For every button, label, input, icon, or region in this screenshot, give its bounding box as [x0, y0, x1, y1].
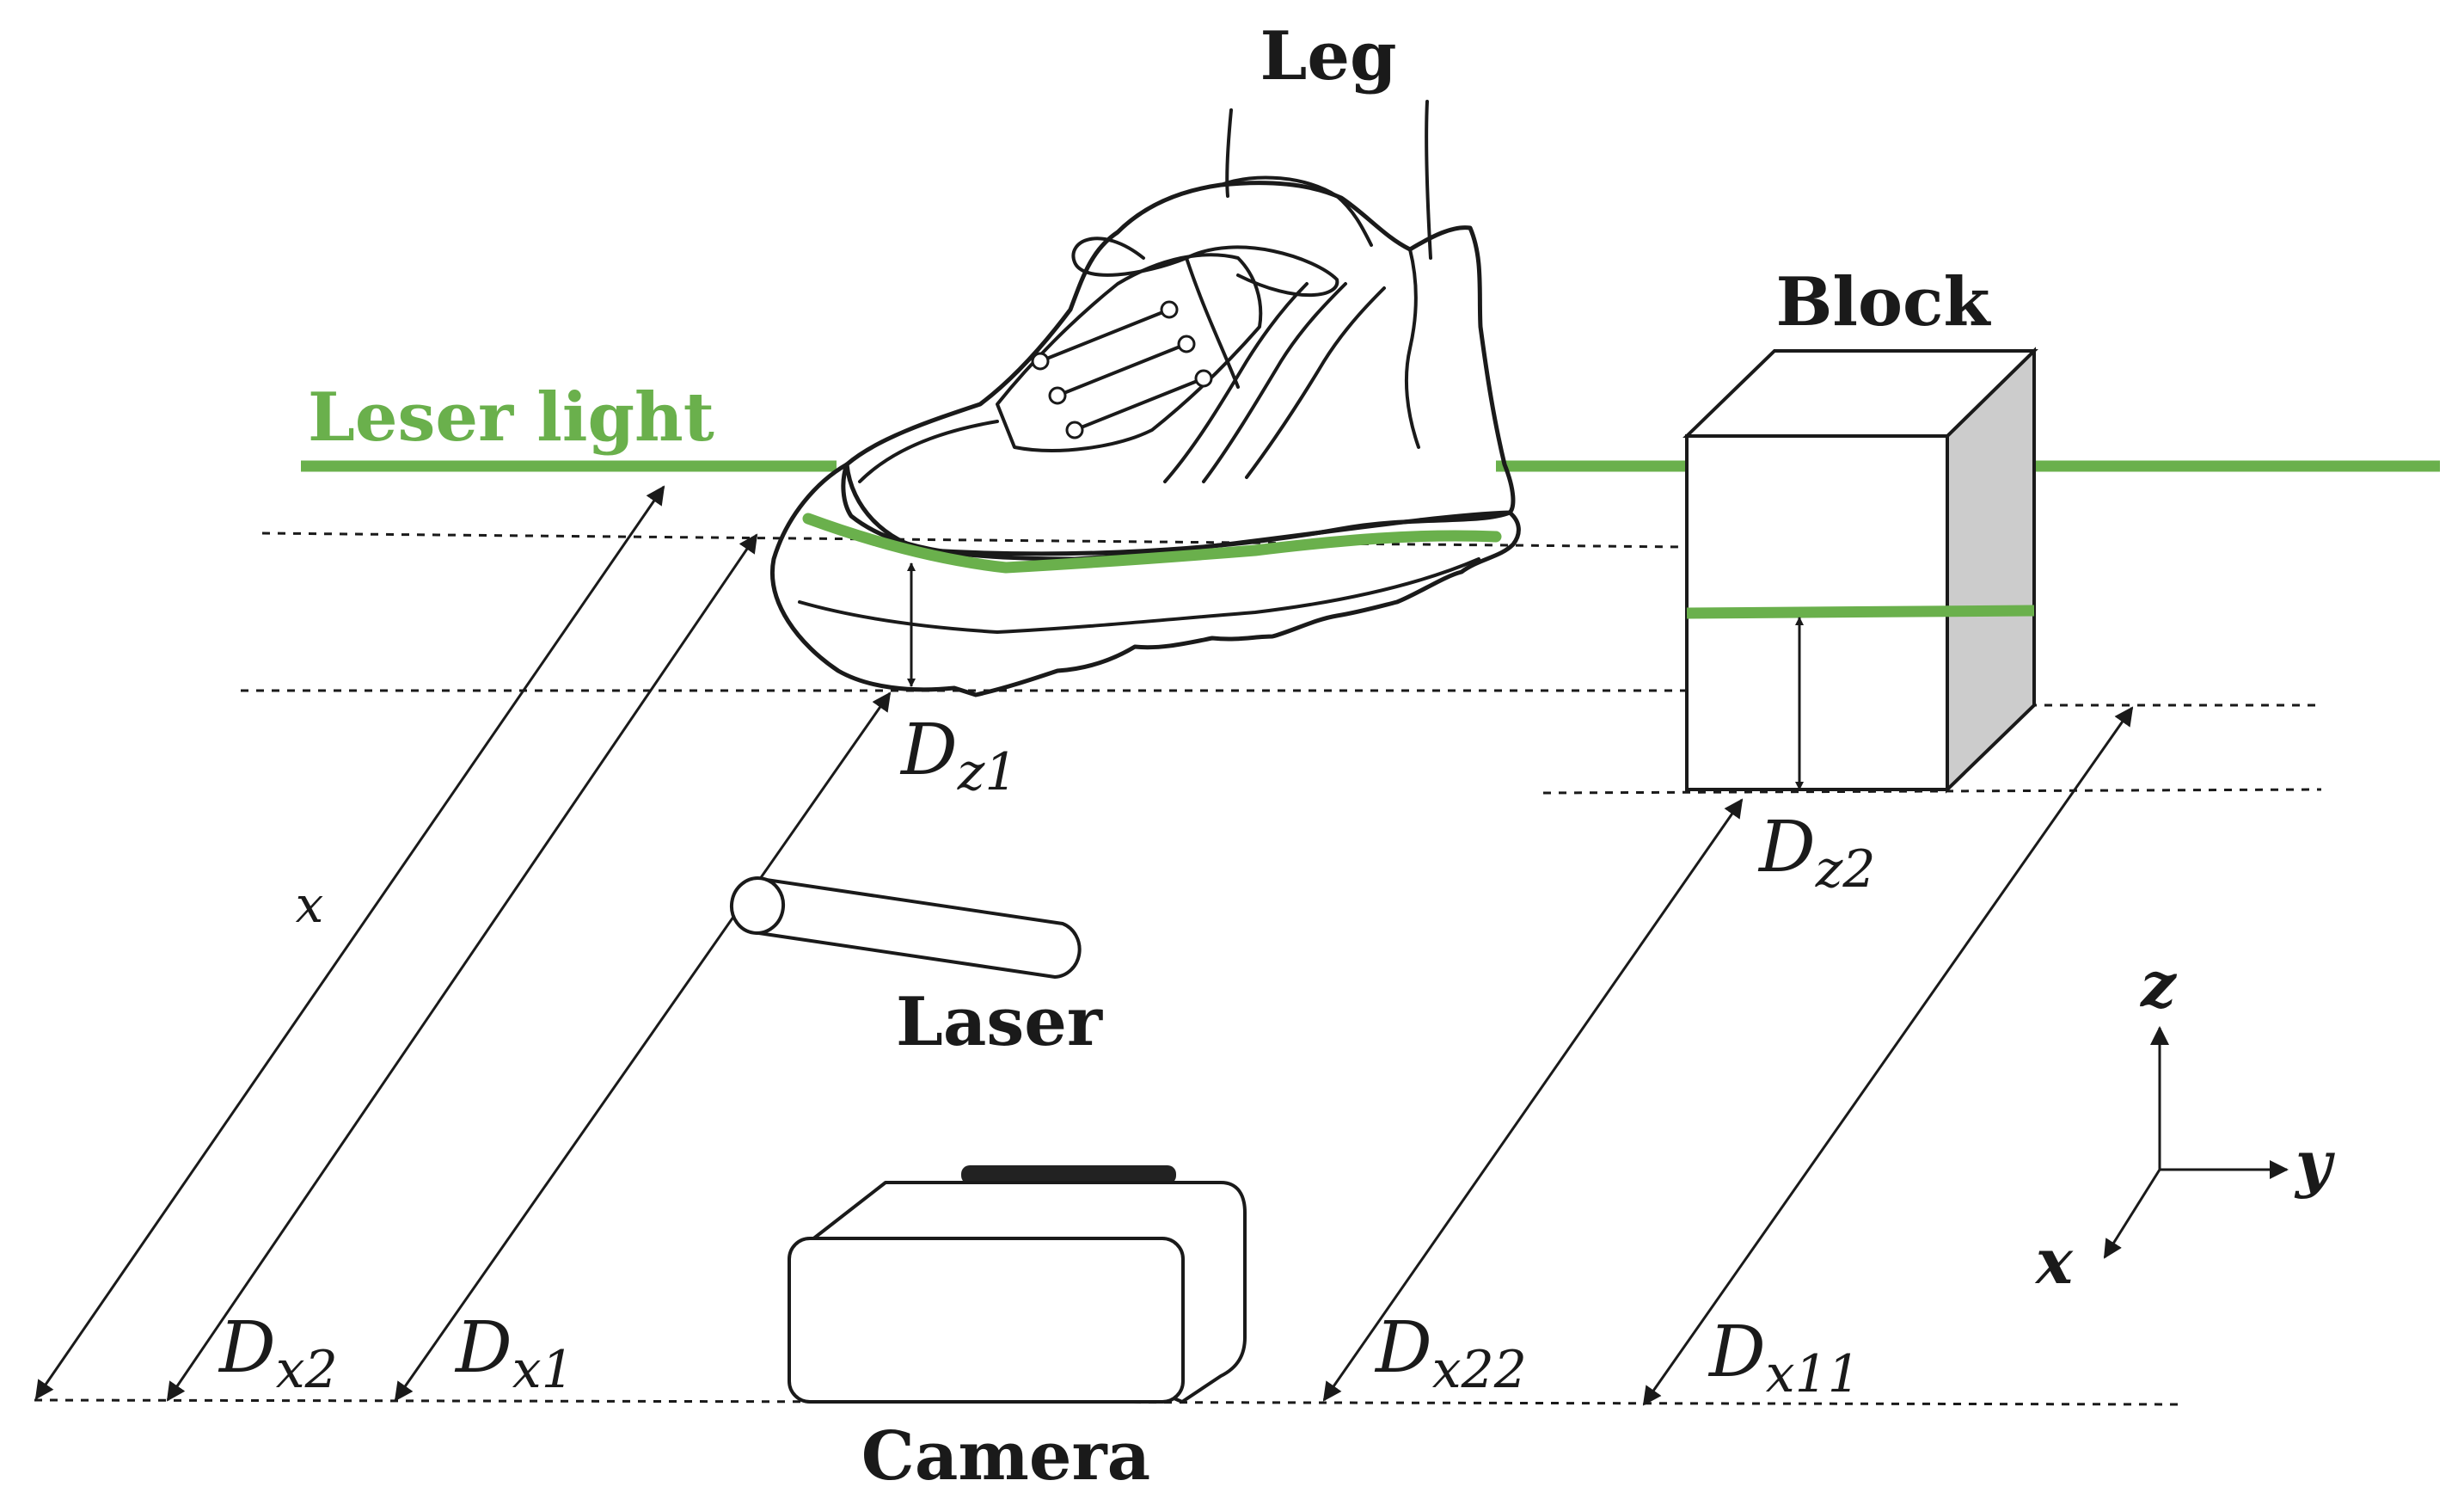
y-axis-label: y — [2294, 1127, 2335, 1200]
dx1-label-base: D — [454, 1307, 512, 1389]
dx1-arrow — [394, 691, 892, 1402]
block — [1683, 347, 2038, 794]
dz1-label-sub: z1 — [957, 742, 1018, 802]
camera-front — [788, 1237, 1185, 1404]
lace-cross-3 — [1073, 377, 1205, 432]
dx11-label-sub: x11 — [1766, 1344, 1860, 1404]
dx1-label-sub: x1 — [512, 1340, 574, 1400]
eyelet — [1065, 421, 1084, 439]
shoe-toe-cap — [858, 420, 999, 483]
laser-label: Laser — [896, 983, 1103, 1061]
laser-line-on-block — [1686, 605, 2035, 619]
shoe-stripe-1 — [1163, 282, 1309, 483]
laser-line-on-shoe — [802, 513, 1502, 574]
laser-body — [751, 877, 1082, 979]
eyelet — [1177, 335, 1196, 353]
dx22-label-base: D — [1374, 1307, 1432, 1389]
camera-back — [806, 1181, 1247, 1404]
lace-tail — [1185, 256, 1240, 389]
lace-cross-2 — [1056, 342, 1188, 397]
leg-left-outline — [1225, 108, 1233, 198]
dx11-arrow — [1642, 706, 2134, 1406]
dz2-label: Dz2 — [1757, 807, 1876, 900]
x-arrow — [34, 485, 665, 1400]
lace-loop-left — [1071, 237, 1188, 277]
x-axis-label: x — [2034, 1225, 2074, 1298]
dx2-label-base: D — [218, 1307, 276, 1389]
x-axis — [2103, 1169, 2161, 1259]
shoe-collar — [1219, 175, 1373, 247]
coordinate-axes — [2103, 1026, 2289, 1259]
lace-loop-right — [1185, 245, 1339, 298]
laser-lens — [729, 876, 786, 935]
dx2-arrow — [166, 533, 758, 1402]
leg-drawing — [1225, 100, 1432, 260]
dz2-label-sub: z2 — [1815, 839, 1876, 900]
shoe-midsole-line — [798, 557, 1480, 634]
camera-device — [788, 1165, 1247, 1404]
shoe-stripe-3 — [1245, 286, 1386, 479]
shoe-drawing — [770, 175, 1521, 697]
leg-right-outline — [1425, 100, 1432, 260]
dz2-label-base: D — [1757, 807, 1816, 888]
dx1-label: Dx1 — [454, 1307, 574, 1400]
dx11-label-base: D — [1707, 1312, 1766, 1393]
dx22-label-sub: x22 — [1432, 1340, 1527, 1400]
eyelet — [1031, 352, 1050, 371]
leg-label: Leg — [1260, 17, 1396, 95]
lace-cross-1 — [1039, 308, 1171, 363]
distance-arrows — [34, 485, 2134, 1406]
shoe-sole — [770, 462, 1521, 697]
block-label: Block — [1775, 263, 1991, 341]
dx2-label-sub: x2 — [276, 1340, 338, 1400]
dx2-label: Dx2 — [218, 1307, 338, 1400]
eyelet — [1160, 300, 1179, 319]
camera-label: Camera — [861, 1417, 1150, 1496]
shoe-laces — [1031, 237, 1339, 439]
dz1-label-base: D — [899, 710, 958, 791]
laser-light-label: Leser light — [308, 378, 714, 457]
shoe-heel-counter — [1404, 248, 1420, 449]
shoe-upper — [841, 181, 1516, 562]
z-axis-label: z — [2139, 948, 2178, 1021]
shoe-stripe-2 — [1202, 282, 1347, 483]
shoe-tongue — [996, 253, 1263, 452]
eyelet — [1048, 386, 1067, 405]
dx22-label: Dx22 — [1374, 1307, 1527, 1400]
dx11-label: Dx11 — [1707, 1312, 1860, 1404]
eyelet — [1194, 369, 1213, 388]
x-distance-label: x — [296, 875, 324, 934]
laser-device — [729, 876, 1082, 979]
camera-top-button — [961, 1165, 1176, 1184]
dz1-label: Dz1 — [899, 710, 1018, 802]
